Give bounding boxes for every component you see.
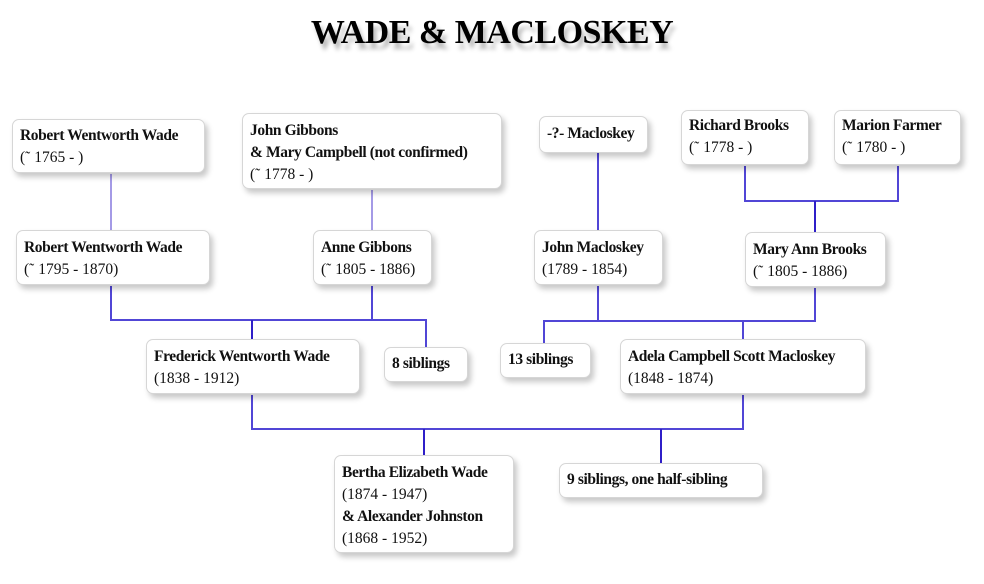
siblings-label: 13 siblings <box>508 351 573 368</box>
line-frederick-adela-couple <box>251 395 744 430</box>
person-adela-campbell-scott-macloskey[interactable]: Adela Campbell Scott Macloskey (1848 - 1… <box>620 339 866 394</box>
wade-siblings[interactable]: 8 siblings <box>384 347 468 382</box>
person-name: Marion Farmer <box>842 117 942 134</box>
line-macloskey-couple <box>543 288 816 343</box>
person-dates: (˜ 1765 - ) <box>20 149 84 166</box>
diagram-title: WADE & MACLOSKEY <box>310 14 674 51</box>
person-name: John Gibbons <box>250 122 338 139</box>
person-name: Mary Ann Brooks <box>753 241 867 258</box>
person-robert-wentworth-wade-jr[interactable]: Robert Wentworth Wade (˜ 1795 - 1870) <box>16 230 210 285</box>
spouse-dates: (1868 - 1952) <box>342 530 428 547</box>
macloskey-siblings[interactable]: 13 siblings <box>500 343 591 378</box>
person-dates: (˜ 1778 - ) <box>689 139 753 156</box>
person-name: Robert Wentworth Wade <box>24 239 183 256</box>
person-name: Bertha Elizabeth Wade <box>342 464 488 481</box>
person-dates: (1874 - 1947) <box>342 486 428 503</box>
person-name: John Macloskey <box>542 239 644 256</box>
person-dates: (˜ 1780 - ) <box>842 139 906 156</box>
person-mary-ann-brooks[interactable]: Mary Ann Brooks (˜ 1805 - 1886) <box>745 232 886 287</box>
person-dates: (˜ 1778 - ) <box>250 166 314 183</box>
person-robert-wentworth-wade-sr[interactable]: Robert Wentworth Wade (˜ 1765 - ) <box>12 119 205 173</box>
person-dates: (˜ 1805 - 1886) <box>321 261 416 278</box>
person-frederick-wentworth-wade[interactable]: Frederick Wentworth Wade (1838 - 1912) <box>146 339 360 394</box>
person-richard-brooks[interactable]: Richard Brooks (˜ 1778 - ) <box>681 110 809 165</box>
person-name: Anne Gibbons <box>321 239 412 256</box>
person-dates: (1838 - 1912) <box>154 370 240 387</box>
person-bertha-elizabeth-wade[interactable]: Bertha Elizabeth Wade (1874 - 1947) & Al… <box>334 455 514 553</box>
person-john-gibbons-mary-campbell[interactable]: John Gibbons & Mary Campbell (not confir… <box>242 113 502 189</box>
person-name: Robert Wentworth Wade <box>20 127 179 144</box>
person-name: Adela Campbell Scott Macloskey <box>628 348 836 365</box>
person-name: -?- Macloskey <box>547 125 635 142</box>
person-dates: (˜ 1795 - 1870) <box>24 261 119 278</box>
person-john-macloskey[interactable]: John Macloskey (1789 - 1854) <box>534 230 663 285</box>
line-wade-couple <box>110 286 427 347</box>
siblings-label: 9 siblings, one half-sibling <box>567 471 728 488</box>
spouse-name: & Mary Campbell (not confirmed) <box>250 144 468 161</box>
person-macloskey-unknown[interactable]: -?- Macloskey <box>539 116 648 153</box>
spouse-name: & Alexander Johnston <box>342 508 483 525</box>
person-dates: (1848 - 1874) <box>628 370 714 387</box>
line-brooks-couple <box>744 166 899 202</box>
siblings-label: 8 siblings <box>392 355 450 372</box>
person-name: Frederick Wentworth Wade <box>154 348 330 365</box>
person-marion-farmer[interactable]: Marion Farmer (˜ 1780 - ) <box>834 110 961 165</box>
person-name: Richard Brooks <box>689 117 789 134</box>
person-dates: (˜ 1805 - 1886) <box>753 263 848 280</box>
person-dates: (1789 - 1854) <box>542 261 628 278</box>
person-anne-gibbons[interactable]: Anne Gibbons (˜ 1805 - 1886) <box>313 230 432 285</box>
bertha-siblings[interactable]: 9 siblings, one half-sibling <box>559 463 763 498</box>
